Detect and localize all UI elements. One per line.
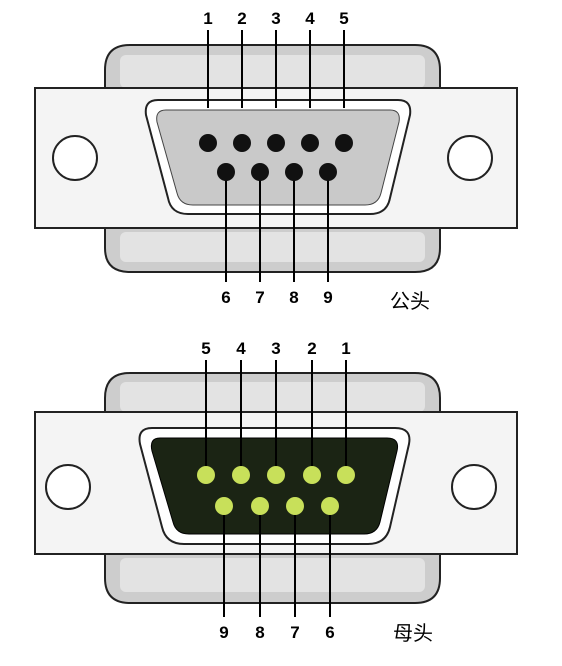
female-pin-3 [267,466,285,484]
female-pin-7 [286,497,304,515]
female-pin-label-3: 3 [271,339,280,358]
female-pin-8 [251,497,269,515]
male-leaders-top [207,30,345,108]
female-leaders-bottom [223,505,331,617]
female-pin-1 [337,466,355,484]
female-socket-face [150,437,398,535]
female-pin-label-4: 4 [236,339,246,358]
male-pin-5 [335,134,353,152]
male-pin-label-9: 9 [323,288,332,307]
male-leaders-bottom [225,178,329,282]
male-pin-4 [301,134,319,152]
female-mount-hole-right [451,464,497,510]
female-pin-4 [232,466,250,484]
female-pin-5 [197,466,215,484]
male-pin-9 [319,163,337,181]
female-pins [197,466,355,515]
male-pin-face [156,109,400,206]
male-mount-hole-right [447,135,493,181]
male-pin-label-7: 7 [255,288,264,307]
male-pin-3 [267,134,285,152]
female-pin-label-6: 6 [325,623,334,642]
male-pin-2 [233,134,251,152]
female-pin-6 [321,497,339,515]
male-pin-label-3: 3 [271,9,280,28]
female-pin-9 [215,497,233,515]
male-pin-8 [285,163,303,181]
female-pin-label-8: 8 [255,623,264,642]
male-shell-top-inner [120,55,425,88]
female-connector: 5 4 3 2 1 9 8 7 6 母头 [34,339,518,645]
male-pin-label-1: 1 [203,9,212,28]
female-shell-top-inner [120,382,425,412]
male-pin-label-6: 6 [221,288,230,307]
female-pin-label-5: 5 [201,339,210,358]
male-shell-bottom-inner [120,232,425,262]
female-mount-hole-left [45,464,91,510]
male-pin-label-4: 4 [305,9,315,28]
male-pin-7 [251,163,269,181]
male-connector: 1 2 3 4 5 6 7 8 9 公头 [34,9,518,313]
female-pin-label-7: 7 [290,623,299,642]
male-pin-label-5: 5 [339,9,348,28]
female-pin-2 [303,466,321,484]
male-pin-6 [217,163,235,181]
female-leaders-top [205,360,347,470]
male-pin-label-2: 2 [237,9,246,28]
female-pin-label-2: 2 [307,339,316,358]
female-pin-label-9: 9 [219,623,228,642]
male-pins [199,134,353,181]
male-pin-1 [199,134,217,152]
female-pin-label-1: 1 [341,339,350,358]
male-caption: 公头 [390,289,430,313]
female-caption: 母头 [393,621,433,645]
male-mount-hole-left [52,135,98,181]
female-shell-bottom-inner [120,558,425,592]
male-pin-label-8: 8 [289,288,298,307]
